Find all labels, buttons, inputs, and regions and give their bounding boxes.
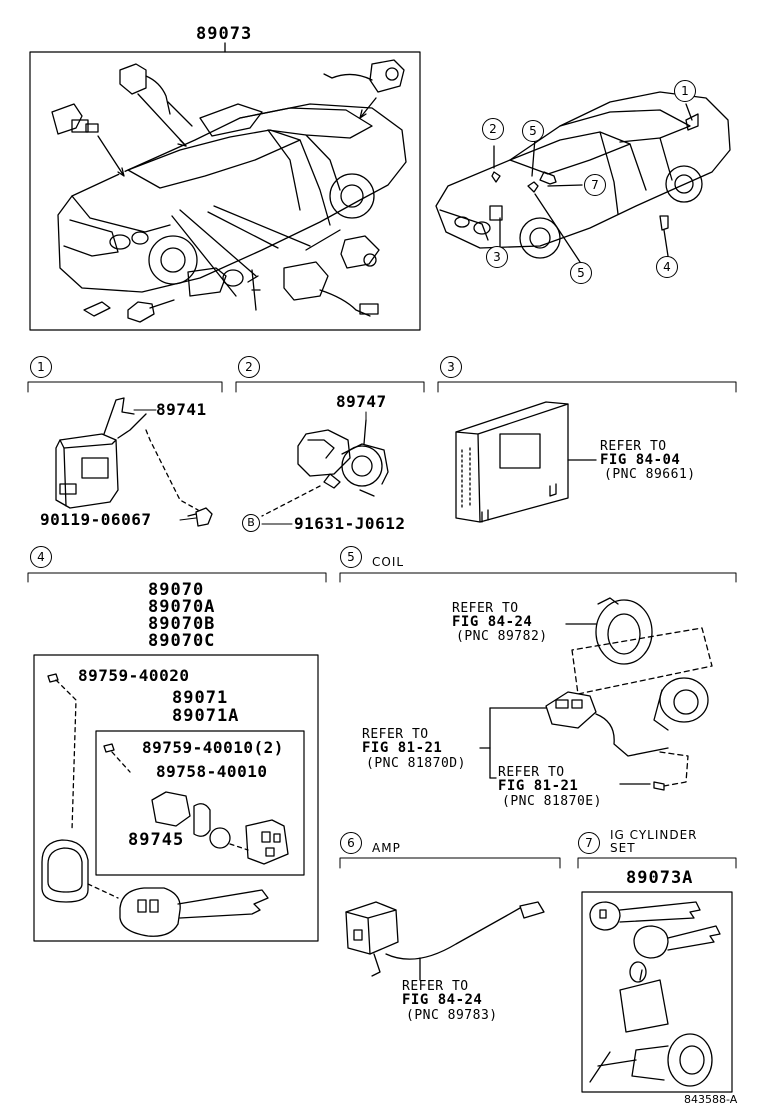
sec5-coil-drawing [479, 597, 713, 791]
sec2-sensor-drawing [261, 419, 389, 517]
section-7-marker: 7 [578, 832, 600, 854]
callout-4-top: 4 [656, 256, 678, 278]
pn-91631-j0612: 91631-J0612 [294, 514, 406, 533]
sec5-title-coil: COIL [372, 555, 405, 569]
section-6-marker: 6 [340, 832, 362, 854]
section-2-marker: 2 [238, 356, 260, 378]
sec5-refC-line3: (PNC 81870E) [502, 794, 602, 809]
sec1-module-drawing [55, 397, 213, 527]
pn-89759-40020: 89759-40020 [78, 666, 190, 685]
section-3-marker: 3 [440, 356, 462, 378]
callout-5-top: 5 [522, 120, 544, 142]
sec5-refB-line2: FIG 81-21 [362, 741, 442, 756]
sec6-ref-line2: FIG 84-24 [402, 993, 482, 1008]
pn-89759-40010: 89759-40010(2) [142, 738, 284, 757]
car-overview-right [435, 91, 731, 263]
callout-2-top: 2 [482, 118, 504, 140]
pn-89070b: 89070B [148, 614, 216, 634]
pn-90119-06067: 90119-06067 [40, 510, 152, 529]
sec6-title-amp: AMP [372, 841, 401, 855]
sec5-refC-fig: FIG 81-21 [498, 778, 579, 794]
sec6-amp-drawing [345, 901, 545, 981]
pn-89741: 89741 [156, 400, 207, 419]
sec7-title-line1: IG CYLINDER [610, 828, 698, 842]
sec6-ref-fig: FIG 84-24 [402, 992, 483, 1008]
sec5-refB-line1: REFER TO [362, 727, 429, 742]
title-part-number: 89073 [196, 24, 253, 44]
section-4-marker: 4 [30, 546, 52, 568]
section-brackets [27, 381, 737, 869]
sec5-refC-line1: REFER TO [498, 765, 565, 780]
pn-89070a: 89070A [148, 597, 216, 617]
sec6-ref-line1: REFER TO [402, 979, 469, 994]
sec3-refer-fig: FIG 84-04 [600, 452, 681, 468]
pn-89745: 89745 [128, 830, 185, 850]
sec4-key-drawing [33, 654, 319, 942]
leader-lines [133, 409, 367, 525]
section-1-marker: 1 [30, 356, 52, 378]
pn-89073a: 89073A [626, 868, 694, 888]
clip-b-marker: B [242, 514, 260, 532]
sec3-ecu-drawing [455, 401, 597, 523]
sec7-title-line2: SET [610, 841, 636, 855]
callout-1-top: 1 [674, 80, 696, 102]
pn-89747: 89747 [336, 392, 387, 411]
sec3-refer-line2: FIG 84-04 [600, 453, 680, 468]
pn-89070: 89070 [148, 580, 205, 600]
callout-5b-top: 5 [570, 262, 592, 284]
car-overview-left [29, 42, 421, 331]
sec5-refA-fig: FIG 84-24 [452, 614, 533, 630]
section-5-marker: 5 [340, 546, 362, 568]
pn-89071a: 89071A [172, 706, 240, 726]
pn-89070c: 89070C [148, 631, 216, 651]
diagram-code: 843588-A [684, 1093, 738, 1106]
pn-89758-40010: 89758-40010 [156, 762, 268, 781]
sec5-refA-line3: (PNC 89782) [456, 629, 548, 644]
pn-89071: 89071 [172, 688, 229, 708]
sec5-refB-fig: FIG 81-21 [362, 740, 443, 756]
callout-3-top: 3 [486, 246, 508, 268]
sec5-refA-line2: FIG 84-24 [452, 615, 532, 630]
sec5-refC-line2: FIG 81-21 [498, 779, 578, 794]
sec5-refB-line3: (PNC 81870D) [366, 756, 466, 771]
sec7-cylinder-drawing [581, 891, 733, 1093]
sec6-ref-line3: (PNC 89783) [406, 1008, 498, 1023]
sec3-refer-line3: (PNC 89661) [604, 467, 696, 482]
callout-7-top: 7 [584, 174, 606, 196]
sec3-refer-line1: REFER TO [600, 439, 667, 454]
sec5-refA-line1: REFER TO [452, 601, 519, 616]
